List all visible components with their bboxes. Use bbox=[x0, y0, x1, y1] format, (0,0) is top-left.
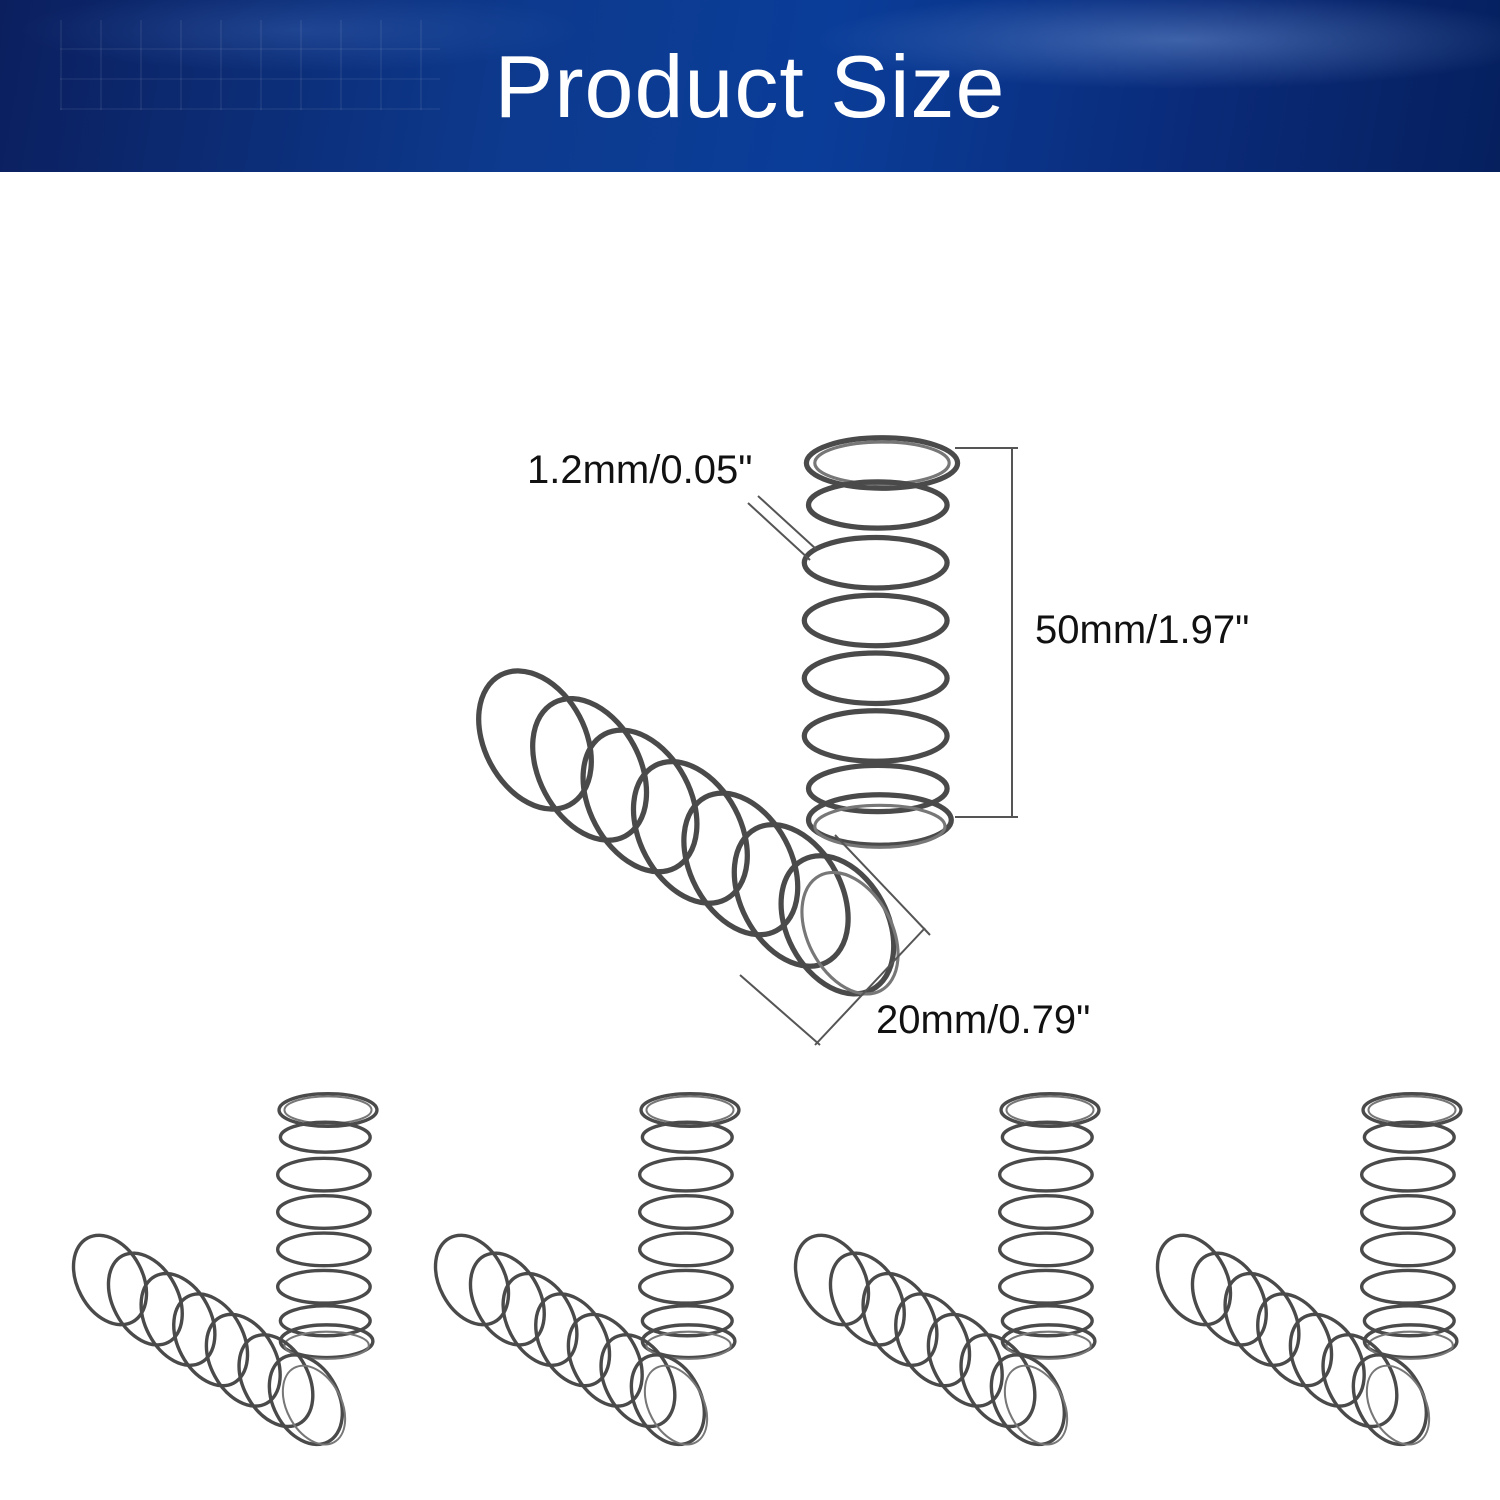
wire-dimension-line bbox=[747, 495, 817, 561]
wire-diameter-label: 1.2mm/0.05" bbox=[527, 448, 753, 492]
banner-glow bbox=[0, 0, 1500, 172]
length-dimension-line bbox=[955, 447, 1018, 818]
banner-pattern bbox=[60, 20, 440, 110]
spring-pair-3 bbox=[779, 1091, 1101, 1459]
spring-pair-2 bbox=[419, 1091, 741, 1459]
page-title: Product Size bbox=[494, 37, 1006, 136]
header-banner: Product Size bbox=[0, 0, 1500, 172]
od-dimension-line bbox=[739, 834, 931, 1046]
free-length-label: 50mm/1.97" bbox=[1035, 608, 1250, 652]
main-lying-spring bbox=[456, 651, 918, 1013]
spring-pair-1 bbox=[57, 1091, 379, 1459]
product-illustration bbox=[57, 172, 1463, 1459]
outer-diameter-label: 20mm/0.79" bbox=[876, 998, 1091, 1042]
main-upright-spring bbox=[804, 438, 957, 848]
spring-pair-4 bbox=[1141, 1091, 1463, 1459]
